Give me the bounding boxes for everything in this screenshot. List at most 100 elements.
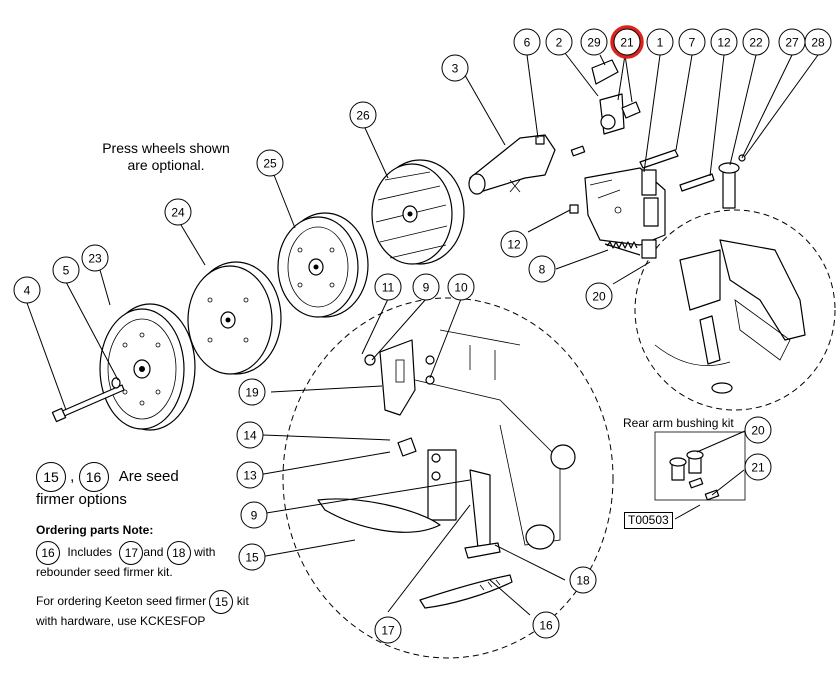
callout-label: 5 <box>63 264 70 278</box>
callout-label: 9 <box>423 281 430 295</box>
callout-c2: 2 <box>545 28 573 56</box>
callout-circle <box>580 28 608 56</box>
callout-c5: 5 <box>52 256 80 284</box>
callout-c25: 25 <box>256 149 284 177</box>
press-wheels-line2: are optional. <box>127 157 205 173</box>
callout-c6: 6 <box>513 28 541 56</box>
callout-circle <box>374 616 402 644</box>
callout-label: 17 <box>381 624 395 638</box>
spring-8 <box>604 241 641 256</box>
callout-circle <box>678 28 706 56</box>
callout-circle <box>256 149 284 177</box>
firmer-16 <box>419 574 513 609</box>
callout-c26: 26 <box>349 101 377 129</box>
ordering-num-16: 16 <box>36 540 60 565</box>
callout-c18: 18 <box>569 566 597 594</box>
bracket-1 <box>584 167 666 259</box>
press-wheel-25 <box>277 212 369 318</box>
callout-label: 27 <box>785 36 799 50</box>
callout-label: 12 <box>717 36 731 50</box>
callout-label: 16 <box>539 619 553 633</box>
callout-circle <box>545 28 573 56</box>
detail-circle-arm <box>634 209 836 411</box>
callout-label: 14 <box>243 429 257 443</box>
callout-circle <box>374 273 402 301</box>
firmer-text2: firmer options <box>36 491 127 508</box>
press-wheels-line1: Press wheels shown <box>102 140 230 156</box>
callout-circle <box>236 461 264 489</box>
ordering-title: Ordering parts Note: <box>36 523 154 537</box>
callout-circle <box>236 421 264 449</box>
callout-c13: 13 <box>236 461 264 489</box>
callout-circle <box>513 28 541 56</box>
callout-circle <box>742 28 770 56</box>
detail-circle-firmer <box>282 297 614 659</box>
callout-c7: 7 <box>678 28 706 56</box>
firmer-num-16: 16 <box>78 462 109 492</box>
callout-circle <box>710 28 738 56</box>
callout-circle <box>528 255 556 283</box>
callout-c8: 8 <box>528 255 556 283</box>
callout-c29: 29 <box>580 28 608 56</box>
bolt-4 <box>51 384 125 423</box>
pivot-2 <box>591 59 625 135</box>
callout-label: 8 <box>539 263 546 277</box>
callout-label: 28 <box>811 36 825 50</box>
callout-circle <box>646 28 674 56</box>
callout-c23: 23 <box>81 244 109 272</box>
firmer-detail-parts <box>317 329 576 609</box>
callout-c10: 10 <box>447 273 475 301</box>
callout-label: 26 <box>356 109 370 123</box>
callout-circle <box>240 501 268 529</box>
callout-c27: 27 <box>778 28 806 56</box>
callout-label: 23 <box>88 252 102 266</box>
callout-label: 12 <box>507 238 521 252</box>
firmer-options-note: 15 , 16 Are seed <box>36 462 179 492</box>
callout-label: 19 <box>245 386 259 400</box>
ordering-num-18: 18 <box>166 540 191 565</box>
ordering-rebounder: rebounder seed firmer kit. <box>36 565 173 579</box>
washer-5 <box>111 377 121 389</box>
nut-12 <box>569 204 579 214</box>
arm-detail-parts <box>654 239 806 394</box>
callout-c20-mid: 20 <box>585 282 613 310</box>
leader-lines <box>26 52 819 616</box>
ordering-and: and <box>143 545 164 559</box>
callout-c15: 15 <box>238 543 266 571</box>
firmer-num-15: 15 <box>36 462 66 492</box>
pin-21 <box>621 101 641 119</box>
callout-c14: 14 <box>236 421 264 449</box>
ordering-includes: Includes <box>67 545 113 559</box>
callout-label: 1 <box>657 36 664 50</box>
callout-circle <box>238 543 266 571</box>
firmer-15 <box>317 498 441 533</box>
firmer-sep: , <box>70 467 75 485</box>
callout-c4: 4 <box>13 276 41 304</box>
callout-c3: 3 <box>441 54 469 82</box>
keeton-line1: For ordering Keeton seed firmer 15 kit <box>36 589 249 614</box>
callout-circle <box>532 611 560 639</box>
callout-circle <box>500 230 528 258</box>
callout-circle <box>804 28 832 56</box>
keeton-text1: For ordering Keeton seed firmer <box>36 594 207 608</box>
callout-label: 9 <box>251 509 258 523</box>
callout-circle <box>238 378 266 406</box>
callout-circle <box>585 282 613 310</box>
callout-c28: 28 <box>804 28 832 56</box>
callout-c9-top: 9 <box>412 273 440 301</box>
callout-label: 29 <box>587 36 601 50</box>
callout-circle <box>441 54 469 82</box>
callout-label: 13 <box>243 469 257 483</box>
callout-label: 7 <box>689 36 696 50</box>
callout-label: 18 <box>576 574 590 588</box>
firmer-text1: Are seed <box>118 467 179 485</box>
callout-label: 6 <box>524 36 531 50</box>
callout-label: 4 <box>24 284 31 298</box>
callout-c17: 17 <box>374 616 402 644</box>
callout-c1: 1 <box>646 28 674 56</box>
callout-label: 10 <box>454 281 468 295</box>
bushing-kit-parts <box>669 450 720 501</box>
keeton-line2: with hardware, use KCKESFOP <box>36 614 206 628</box>
